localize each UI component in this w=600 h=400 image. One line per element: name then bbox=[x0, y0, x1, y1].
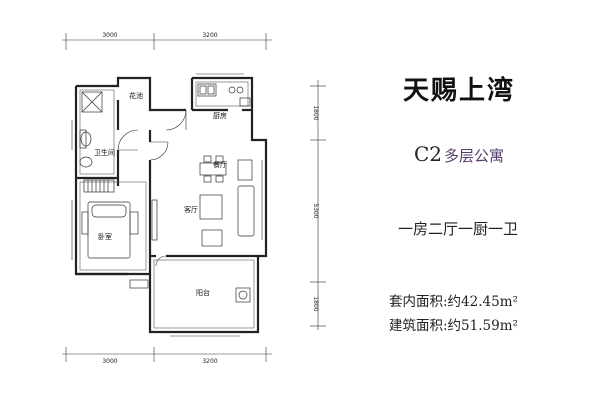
room-bathroom: 卫生间 bbox=[94, 148, 115, 157]
inner-area: 套内面积:约42.45m² bbox=[389, 294, 518, 310]
walls bbox=[74, 76, 268, 334]
dim-right-middle: 5300 bbox=[312, 203, 319, 218]
dim-bottom-left: 3000 bbox=[102, 358, 117, 365]
unit-code: C2 bbox=[414, 142, 443, 166]
room-flower-bed: 花池 bbox=[129, 91, 143, 100]
project-title: 天赐上湾 bbox=[403, 76, 516, 106]
room-kitchen: 厨房 bbox=[213, 111, 227, 120]
dim-bottom-right: 3200 bbox=[202, 358, 217, 365]
dim-right-bottom: 1800 bbox=[312, 296, 319, 311]
windows bbox=[71, 73, 263, 337]
building-area: 建筑面积:约51.59m² bbox=[389, 318, 518, 334]
room-layout: 一房二厅一厨一卫 bbox=[398, 220, 519, 238]
dimension-lines bbox=[62, 33, 326, 362]
inner-wall-lines bbox=[79, 81, 255, 329]
furniture bbox=[79, 83, 255, 303]
dim-top-left: 3000 bbox=[102, 32, 117, 39]
room-bedroom: 卧室 bbox=[98, 232, 112, 241]
dim-top-right: 3200 bbox=[202, 32, 217, 39]
dim-right-top: 1800 bbox=[312, 105, 319, 120]
room-balcony: 阳台 bbox=[196, 288, 210, 297]
doors bbox=[117, 109, 187, 267]
room-living: 客厅 bbox=[184, 205, 198, 214]
unit-type: 多层公寓 bbox=[444, 147, 505, 165]
room-dining: 餐厅 bbox=[213, 160, 227, 169]
